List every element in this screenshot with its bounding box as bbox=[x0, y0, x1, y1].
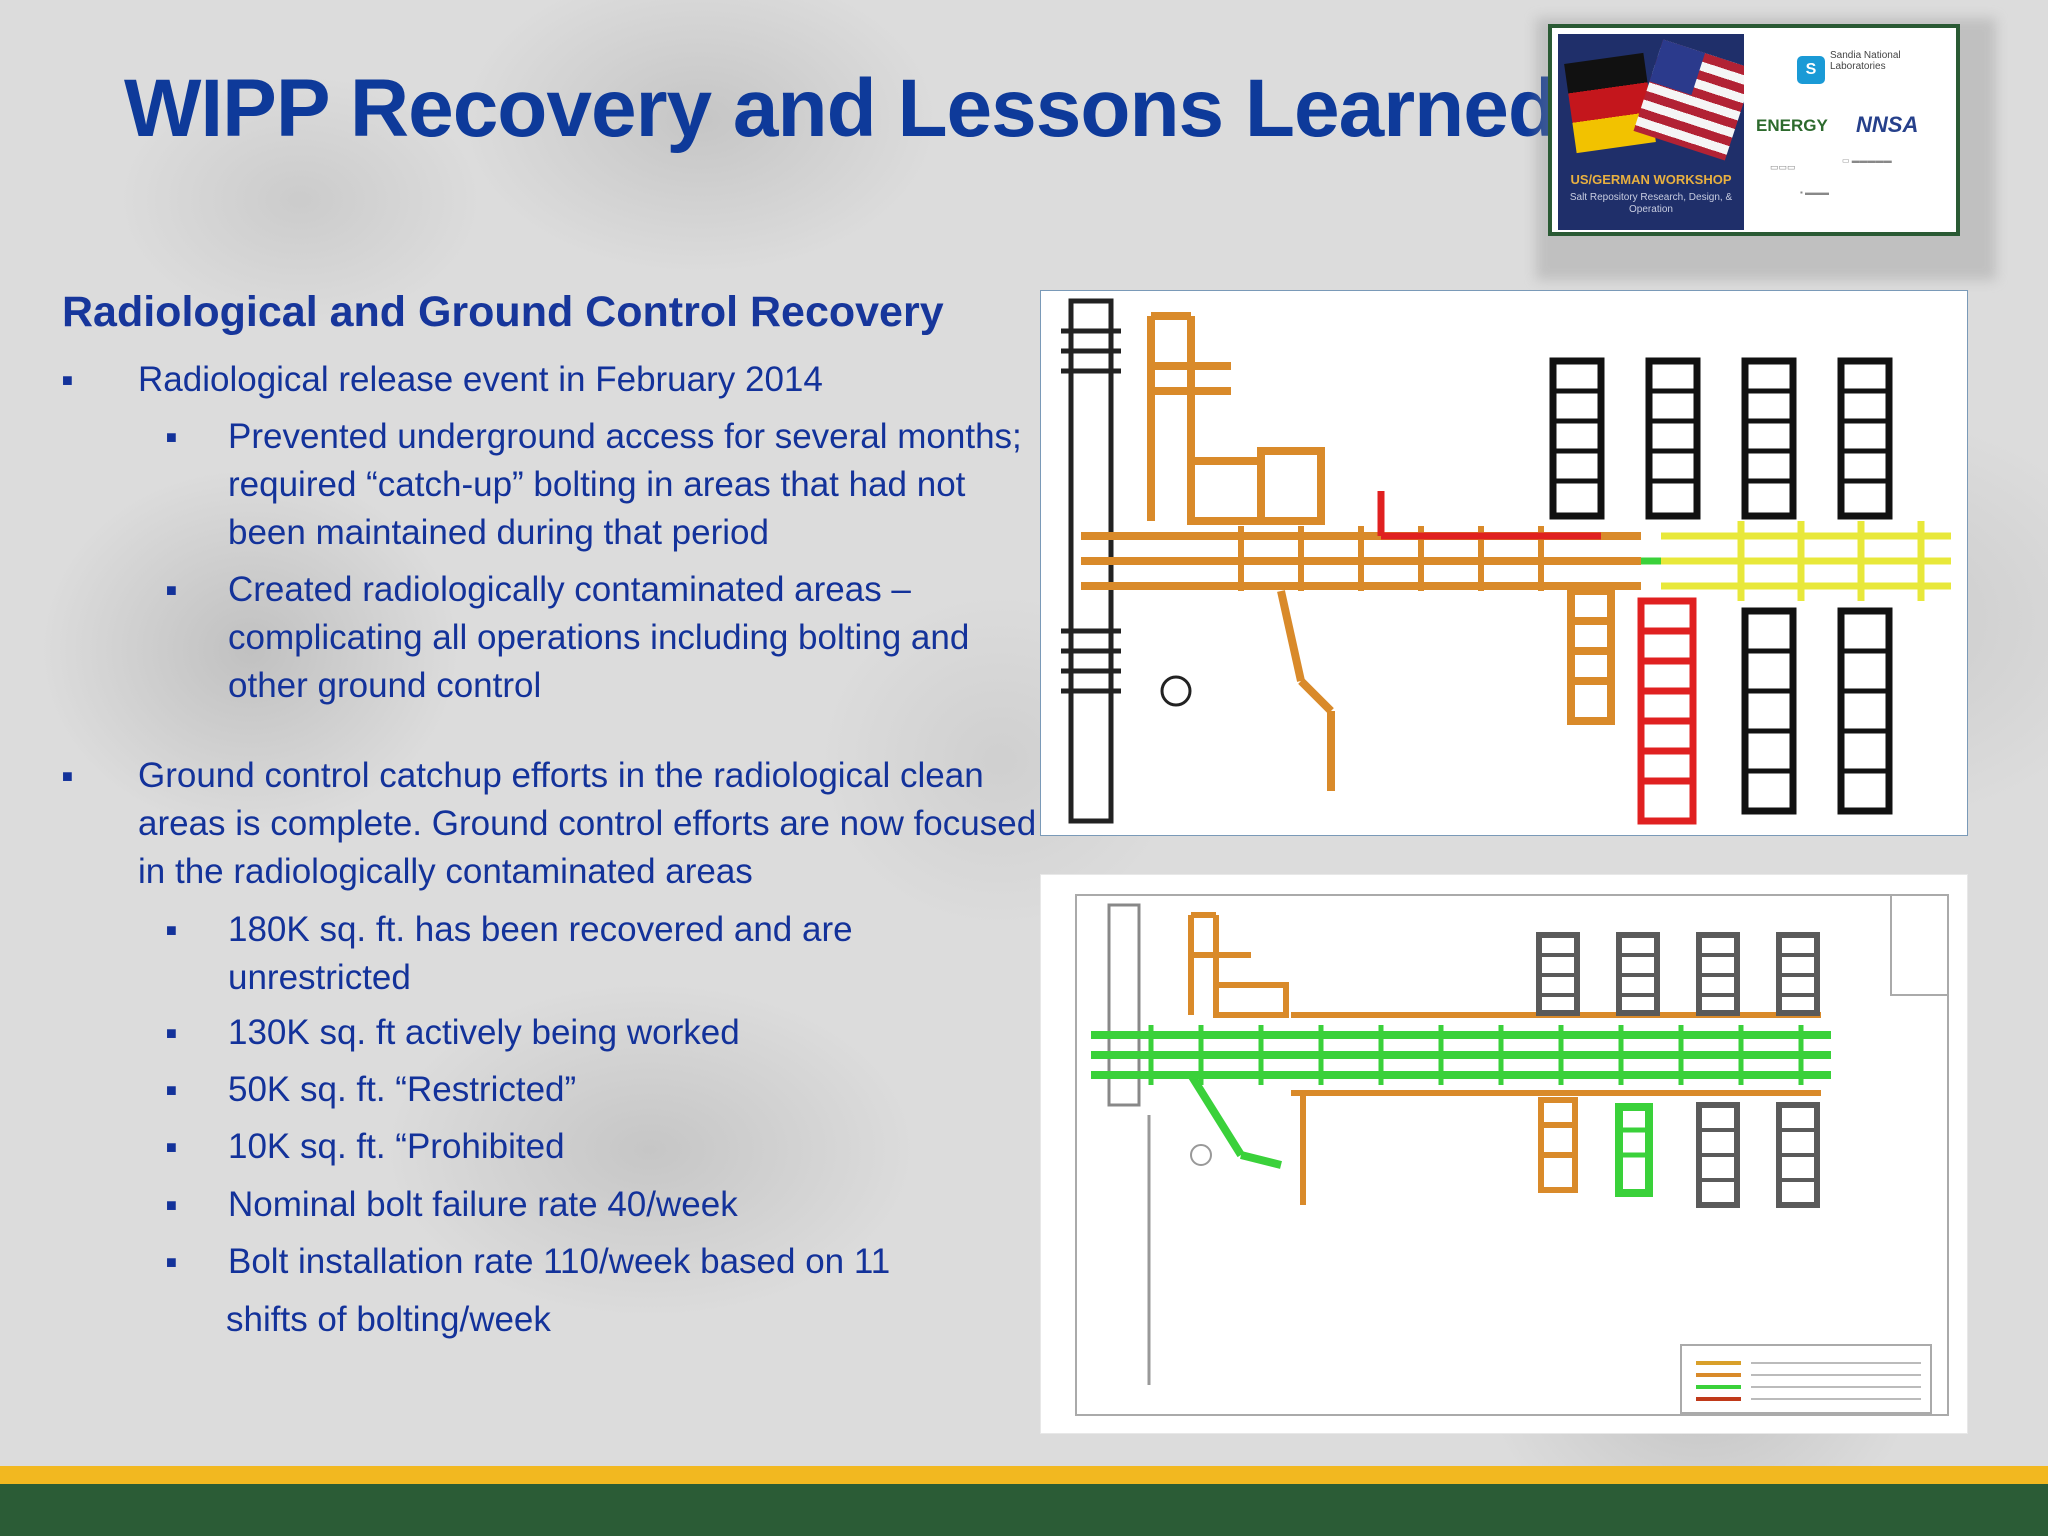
bullet-square-icon: ■ bbox=[62, 766, 73, 786]
page-title: WIPP Recovery and Lessons Learned bbox=[124, 63, 1558, 154]
workshop-subtitle: Salt Repository Research, Design, & Oper… bbox=[1569, 192, 1733, 215]
bullet-item: ■ Ground control catchup efforts in the … bbox=[62, 752, 1038, 896]
shaft-column bbox=[1107, 903, 1141, 1107]
bullet-item: ■ Radiological release event in February… bbox=[62, 356, 1038, 404]
red-drifts bbox=[1377, 491, 1697, 825]
map-ground-control-drawing bbox=[1075, 894, 1949, 1416]
sub-bullet-continuation: shifts of bolting/week bbox=[226, 1300, 551, 1339]
workshop-photo: US/GERMAN WORKSHOP Salt Repository Resea… bbox=[1558, 34, 1744, 230]
bullet-square-icon: ■ bbox=[62, 370, 73, 390]
shaft-circle-icon bbox=[1160, 675, 1192, 707]
yellow-drifts bbox=[1661, 521, 1951, 601]
bullet-square-icon: ■ bbox=[166, 580, 177, 600]
bullet-square-icon: ■ bbox=[166, 427, 177, 447]
sub-bullet-item: ■ Created radiologically contaminated ar… bbox=[166, 566, 1028, 710]
bullet-square-icon: ■ bbox=[166, 1195, 177, 1215]
legend-text-lines bbox=[1751, 1362, 1921, 1400]
nnsa-logo: NNSA bbox=[1856, 112, 1919, 137]
drawing-border bbox=[1075, 894, 1949, 1416]
partner-logo-3: ▪ ▬▬▬ bbox=[1800, 188, 1830, 197]
black-panels bbox=[1549, 357, 1893, 815]
green-drifts bbox=[1091, 1031, 1831, 1197]
sub-bullet-item: ■ 10K sq. ft. “Prohibited bbox=[166, 1123, 1028, 1171]
sub-bullet-item: ■ Prevented underground access for sever… bbox=[166, 413, 1028, 557]
underground-map-ground-control bbox=[1040, 874, 1968, 1434]
sandia-label: Sandia National Laboratories bbox=[1830, 50, 1901, 72]
workshop-title: US/GERMAN WORKSHOP bbox=[1570, 172, 1732, 187]
footer-gold-band bbox=[0, 1466, 2048, 1484]
shaft-rungs bbox=[1061, 328, 1121, 694]
sub-bullet-item: ■ 180K sq. ft. has been recovered and ar… bbox=[166, 906, 1028, 1002]
workshop-logo: US/GERMAN WORKSHOP Salt Repository Resea… bbox=[1548, 24, 1960, 236]
section-heading: Radiological and Ground Control Recovery bbox=[62, 288, 944, 336]
shaft-circle-icon bbox=[1190, 1144, 1212, 1166]
partner-logo-1: ▭▭▭ bbox=[1770, 162, 1796, 172]
partner-logo-2: ▭ ▬▬▬▬▬ bbox=[1842, 156, 1892, 165]
bullet-square-icon: ■ bbox=[166, 1137, 177, 1157]
sub-bullet-item: ■ 130K sq. ft actively being worked bbox=[166, 1009, 1028, 1057]
sandia-logo-icon: S bbox=[1797, 56, 1825, 84]
bullet-square-icon: ■ bbox=[166, 1080, 177, 1100]
map-radiological-drawing bbox=[1061, 298, 1951, 825]
sub-bullet-item: ■ 50K sq. ft. “Restricted” bbox=[166, 1066, 1028, 1114]
doe-energy-logo: ENERGY bbox=[1756, 116, 1828, 135]
bullet-square-icon: ■ bbox=[166, 1023, 177, 1043]
panel-rooms bbox=[1553, 388, 1889, 774]
legend-swatches bbox=[1696, 1361, 1741, 1401]
legend-box bbox=[1680, 1344, 1932, 1414]
footer-green-band bbox=[0, 1484, 2048, 1536]
gray-panels bbox=[1536, 932, 1820, 1208]
title-block bbox=[1890, 894, 1949, 996]
underground-map-radiological bbox=[1040, 290, 1968, 836]
orange-drifts bbox=[1188, 912, 1821, 1205]
green-crosscuts bbox=[1148, 1025, 1804, 1158]
sub-bullet-item: ■ Bolt installation rate 110/week based … bbox=[166, 1238, 1028, 1286]
bullet-square-icon: ■ bbox=[166, 920, 177, 940]
bullet-square-icon: ■ bbox=[166, 1252, 177, 1272]
gray-panel-rooms bbox=[1539, 953, 1817, 1182]
sub-bullet-item: ■ Nominal bolt failure rate 40/week bbox=[166, 1181, 1028, 1229]
